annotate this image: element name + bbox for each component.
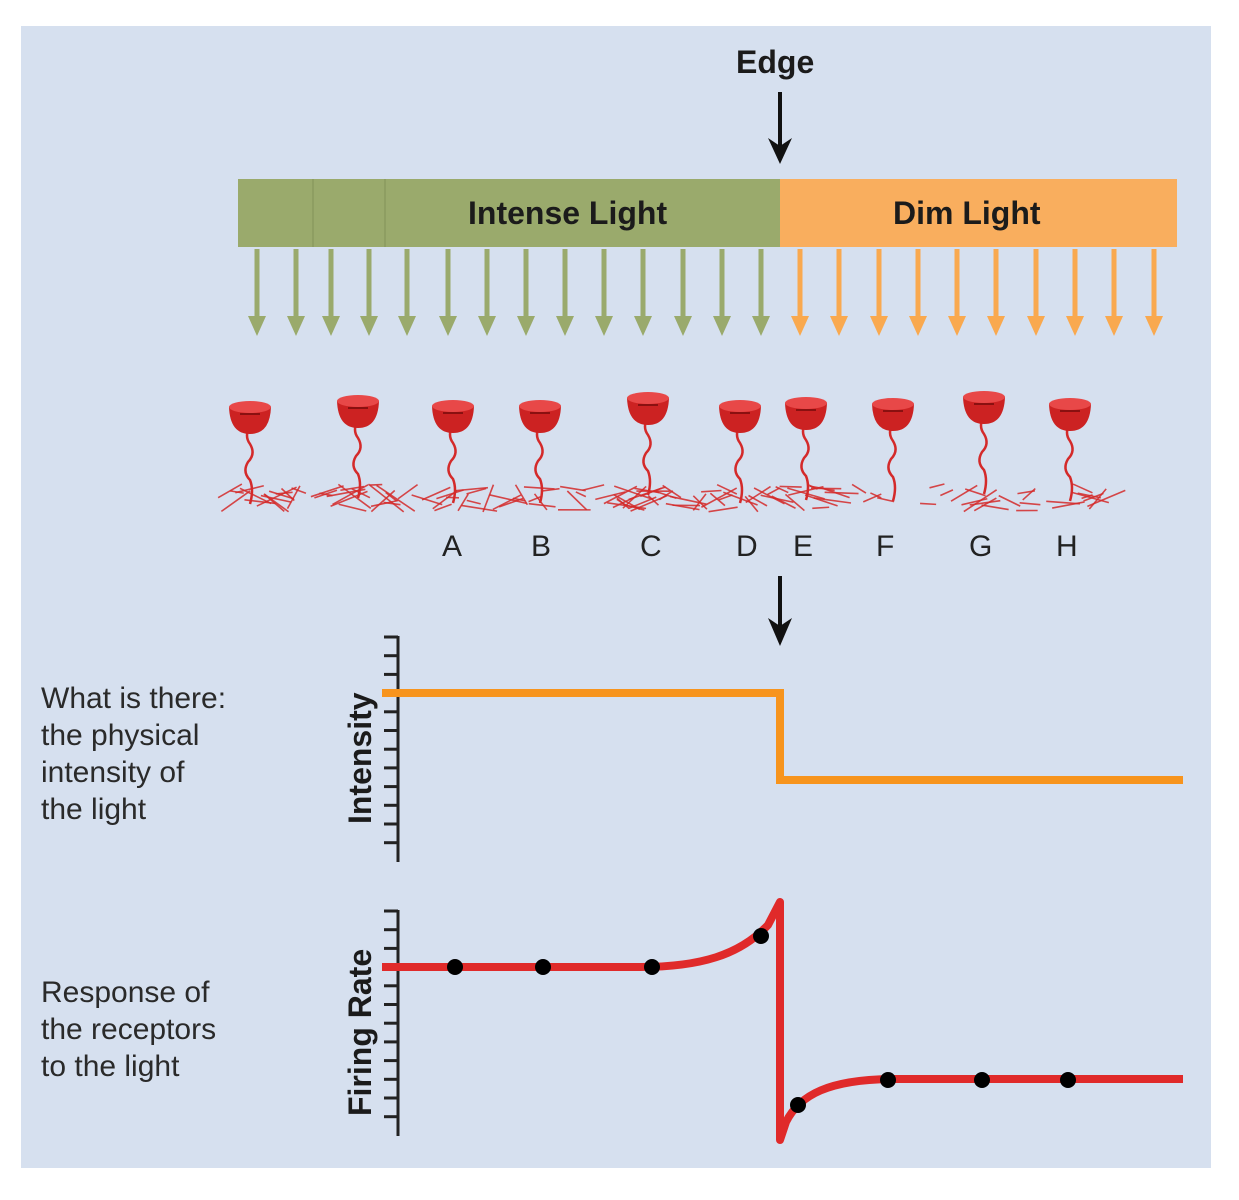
caption-line: intensity of (41, 756, 185, 789)
light-ray-arrow (752, 249, 770, 336)
intense-light-label: Intense Light (468, 195, 668, 231)
light-ray-arrow (909, 249, 927, 336)
firing-rate-graph (382, 898, 1183, 1144)
receptor-cell (337, 395, 379, 499)
light-ray-arrow (1027, 249, 1045, 336)
receptor-label-a: A (442, 530, 463, 563)
receptor-label-b: B (531, 530, 552, 563)
light-ray-arrow (674, 249, 692, 336)
receptor-cell (229, 401, 271, 505)
light-ray-arrow (517, 249, 535, 336)
firing-rate-point (535, 959, 551, 975)
light-ray-arrow (287, 249, 305, 336)
firing-rate-line (382, 898, 1183, 1144)
edge-arrow-middle (768, 576, 792, 646)
intensity-graph (382, 635, 1183, 862)
firing-rate-point (1060, 1072, 1076, 1088)
light-ray-arrow (870, 249, 888, 336)
firing-rate-point (790, 1097, 806, 1113)
light-ray-arrow (634, 249, 652, 336)
light-ray-arrow (398, 249, 416, 336)
light-ray-arrow (1105, 249, 1123, 336)
receptor-cells (229, 391, 1091, 505)
dim-light-label: Dim Light (893, 195, 1041, 231)
receptor-cell (719, 400, 761, 504)
firing-rate-point (753, 928, 769, 944)
light-ray-arrow (830, 249, 848, 336)
light-ray-arrow (1066, 249, 1084, 336)
firing-rate-point (974, 1072, 990, 1088)
dim-light-bar (780, 179, 1177, 247)
receptor-cell (785, 397, 827, 501)
edge-arrow-top (768, 92, 792, 164)
firing-rate-point (644, 959, 660, 975)
caption-line: Response of (41, 976, 210, 1009)
light-ray-arrow (595, 249, 613, 336)
light-ray-arrow (948, 249, 966, 336)
caption-line: to the light (41, 1050, 180, 1083)
edge-label: Edge (736, 44, 815, 80)
intense-light-bar (238, 179, 780, 247)
light-ray-arrow (439, 249, 457, 336)
light-ray-arrow (322, 249, 340, 336)
receptor-nerve-mesh (217, 483, 1126, 513)
caption-line: the physical (41, 719, 200, 752)
light-ray-arrow (556, 249, 574, 336)
receptor-cell (872, 398, 914, 502)
receptor-cell (519, 400, 561, 504)
receptor-cell (963, 391, 1005, 495)
light-ray-arrow (1145, 249, 1163, 336)
receptor-label-d: D (736, 530, 758, 563)
receptor-label-c: C (640, 530, 662, 563)
light-ray-arrow (987, 249, 1005, 336)
firing-rate-point (880, 1072, 896, 1088)
intensity-axis-label: Intensity (342, 692, 378, 824)
caption-line: the light (41, 793, 147, 826)
light-ray-arrow (478, 249, 496, 336)
receptor-label-e: E (793, 530, 814, 563)
caption-line: What is there: (41, 682, 227, 715)
receptor-cell (432, 400, 474, 504)
physical-intensity-caption: What is there: the physical intensity of… (41, 680, 226, 828)
firing-rate-point (447, 959, 463, 975)
receptor-cell (1049, 398, 1091, 502)
receptor-label-f: F (876, 530, 895, 563)
receptor-cell (627, 392, 669, 496)
caption-line: the receptors (41, 1013, 217, 1046)
light-ray-arrow (713, 249, 731, 336)
receptor-label-h: H (1056, 530, 1078, 563)
light-ray-arrow (791, 249, 809, 336)
receptor-response-caption: Response of the receptors to the light (41, 974, 216, 1085)
intensity-line (382, 689, 1183, 784)
light-ray-arrow (360, 249, 378, 336)
light-ray-arrow (248, 249, 266, 336)
light-ray-arrows (248, 249, 1163, 336)
receptor-label-g: G (969, 530, 993, 563)
firing-rate-axis-label: Firing Rate (342, 948, 378, 1116)
